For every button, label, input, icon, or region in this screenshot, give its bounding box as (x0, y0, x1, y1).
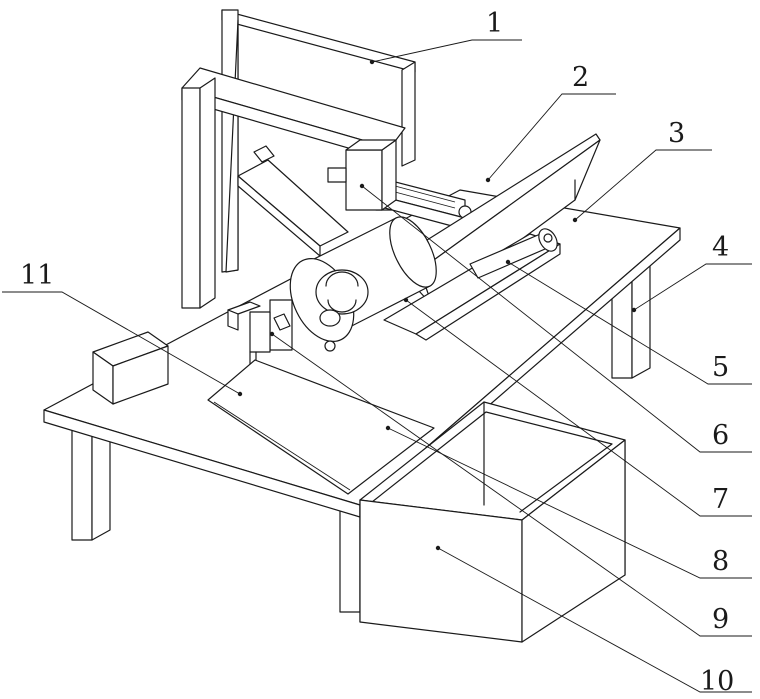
callout-7: 7 (712, 484, 729, 515)
callout-8: 8 (712, 546, 729, 577)
callout-3: 3 (668, 118, 685, 149)
callout-5: 5 (712, 352, 729, 383)
left-chute (238, 146, 348, 256)
callout-11: 11 (20, 260, 54, 291)
callout-1: 1 (486, 8, 503, 39)
callout-6: 6 (712, 420, 729, 451)
callout-2: 2 (572, 62, 589, 93)
clamp-head (328, 140, 396, 210)
callout-9: 9 (712, 604, 729, 635)
callout-10: 10 (700, 666, 734, 697)
callout-4: 4 (712, 232, 729, 263)
